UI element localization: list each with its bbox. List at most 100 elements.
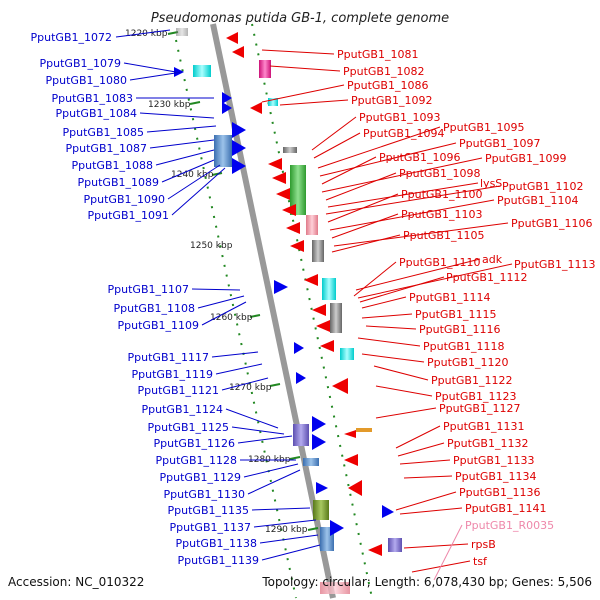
gene-label: PputGB1_1089 [78, 176, 159, 189]
gene-label: PputGB1_1119 [132, 368, 213, 381]
gene-label: PputGB1_1079 [40, 57, 121, 70]
gene-label: PputGB1_1139 [178, 554, 259, 567]
left-leader-lines [115, 29, 321, 561]
gene-label: PputGB1_1136 [459, 486, 540, 499]
gene-label: PputGB1_1105 [403, 229, 484, 242]
left-labels: PputGB1_1072 PputGB1_1079 PputGB1_1080 P… [31, 31, 259, 567]
forward-gene-arrow [312, 434, 326, 450]
forward-gene-arrow [296, 372, 306, 384]
gene-label: PputGB1_1114 [409, 291, 490, 304]
gene-label: PputGB1_1131 [443, 420, 524, 433]
gene-label: PputGB1_1121 [138, 384, 219, 397]
feature-box [193, 65, 211, 77]
gene-label: PputGB1_1135 [168, 504, 249, 517]
feature-box [283, 147, 297, 153]
reverse-gene-arrow [268, 158, 282, 170]
forward-gene-arrow [316, 482, 328, 494]
gene-label: PputGB1_R0035 [465, 519, 554, 532]
gene-label: PputGB1_1095 [443, 121, 524, 134]
gene-label: PputGB1_1086 [347, 79, 428, 92]
feature-box [259, 60, 271, 78]
reverse-gene-arrow [316, 320, 330, 332]
forward-gene-arrow [232, 140, 246, 156]
feature-box [303, 458, 319, 466]
gene-label: PputGB1_1116 [419, 323, 500, 336]
reverse-gene-arrow [320, 340, 334, 352]
gene-label: PputGB1_1098 [399, 167, 480, 180]
gene-label: PputGB1_1128 [156, 454, 237, 467]
reverse-gene-arrow [272, 172, 286, 184]
forward-gene-arrow [232, 122, 246, 138]
gene-label: PputGB1_1085 [63, 126, 144, 139]
gene-label: PputGB1_1108 [114, 302, 195, 315]
reverse-gene-arrow [368, 544, 382, 556]
gene-label: PputGB1_1092 [351, 94, 432, 107]
feature-box [312, 240, 324, 262]
feature-box [340, 348, 354, 360]
gene-label: PputGB1_1081 [337, 48, 418, 61]
forward-gene-arrow [294, 342, 304, 354]
gene-label: PputGB1_1122 [431, 374, 512, 387]
forward-gene-arrow [312, 416, 326, 432]
accession-text: Accession: NC_010322 [8, 575, 144, 589]
feature-box [214, 135, 232, 167]
gene-label: PputGB1_1102 [502, 180, 583, 193]
reverse-gene-arrow [276, 188, 290, 200]
feature-box [268, 98, 278, 106]
kbp-tick-label: 1260 kbp [210, 313, 253, 323]
gene-label: adk [482, 253, 503, 266]
gene-label: PputGB1_1113 [514, 258, 595, 271]
gene-label: lysS [480, 177, 502, 190]
feature-box [313, 500, 329, 520]
gene-label: PputGB1_1127 [439, 402, 520, 415]
gene-label: PputGB1_1082 [343, 65, 424, 78]
gene-label: PputGB1_1091 [88, 209, 169, 222]
reverse-gene-arrow [290, 240, 304, 252]
reverse-genes [226, 32, 382, 556]
kbp-tick-label: 1270 kbp [229, 383, 272, 393]
feature-box [320, 582, 350, 594]
gene-label: PputGB1_1106 [511, 217, 592, 230]
right-leader-lines [261, 49, 513, 573]
reverse-gene-arrow [312, 304, 326, 316]
kbp-tick-label: 1240 kbp [171, 170, 214, 180]
gene-label: PputGB1_1118 [423, 340, 504, 353]
feature-box [290, 165, 306, 215]
feature-track [176, 28, 402, 594]
feature-box [322, 278, 336, 300]
gene-label: PputGB1_1125 [148, 421, 229, 434]
reverse-gene-arrow [226, 32, 238, 44]
map-title: Pseudomonas putida GB-1, complete genome [151, 11, 449, 26]
reverse-gene-arrow [304, 274, 318, 286]
gene-label: PputGB1_1088 [72, 159, 153, 172]
reverse-gene-arrow [232, 46, 244, 58]
gene-label: PputGB1_1110 [399, 256, 480, 269]
gene-label: PputGB1_1097 [459, 137, 540, 150]
forward-gene-arrow [222, 102, 232, 114]
feature-box [293, 424, 309, 446]
feature-box [330, 303, 342, 333]
reverse-gene-arrow [286, 222, 300, 234]
gene-label: PputGB1_1112 [446, 271, 527, 284]
kbp-tick-label: 1230 kbp [148, 100, 191, 110]
gene-label: PputGB1_1130 [164, 488, 245, 501]
reverse-gene-arrow [250, 102, 262, 114]
reverse-gene-arrow [332, 378, 348, 394]
gene-label: PputGB1_1104 [497, 194, 578, 207]
reverse-gene-arrow [348, 480, 362, 496]
forward-genes [174, 67, 394, 536]
kbp-ticks [167, 31, 319, 531]
gene-label: PputGB1_1109 [118, 319, 199, 332]
kbp-tick-label: 1290 kbp [265, 525, 308, 535]
gene-label: PputGB1_1123 [435, 390, 516, 403]
gene-label: PputGB1_1133 [453, 454, 534, 467]
reverse-gene-arrow [344, 454, 358, 466]
feature-box [356, 428, 372, 432]
gene-label: PputGB1_1072 [31, 31, 112, 44]
forward-gene-arrow [330, 520, 344, 536]
gene-label: PputGB1_1084 [56, 107, 137, 120]
right-labels: PputGB1_1081 PputGB1_1082 PputGB1_1086 P… [337, 48, 595, 568]
kbp-tick-label: 1220 kbp [125, 29, 168, 39]
gene-label: PputGB1_1138 [176, 537, 257, 550]
